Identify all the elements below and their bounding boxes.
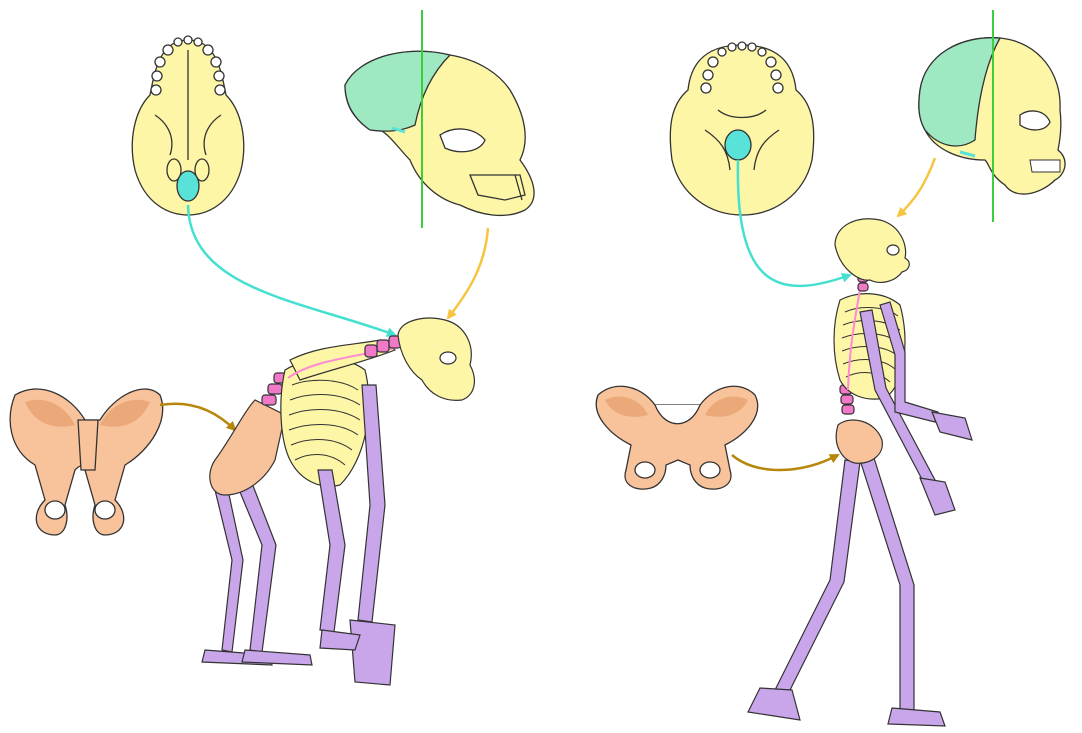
chimp-foramen-arrow [188, 205, 395, 335]
chimp-skeleton [202, 318, 474, 685]
chimp-back-arm [318, 470, 345, 632]
chimp-panel [10, 10, 534, 685]
human-foramen-magnum [725, 130, 751, 160]
chimp-skull-arrow [448, 228, 488, 318]
chimp-foramen-magnum [177, 171, 199, 201]
chimp-skull-side [345, 10, 534, 228]
chimp-pelvis [10, 389, 162, 535]
human-skull-underside [670, 42, 813, 215]
human-panel [596, 10, 1065, 726]
chimp-skull-underside [132, 36, 243, 215]
chimp-skeleton-pelvis [210, 400, 285, 495]
human-skeleton [748, 219, 972, 726]
chimp-pelvis-arrow [160, 404, 235, 430]
human-front-leg [860, 458, 914, 710]
human-skull-arrow [898, 158, 935, 216]
human-back-leg [775, 460, 860, 694]
human-pelvis [596, 386, 757, 489]
human-pelvis-arrow [732, 455, 838, 470]
chimp-ribcage [281, 359, 369, 487]
human-skull-side [919, 10, 1065, 222]
chimp-rear-leg-back [215, 490, 243, 652]
human-skeleton-pelvis [836, 420, 882, 463]
chimp-skeleton-skull [398, 318, 474, 400]
